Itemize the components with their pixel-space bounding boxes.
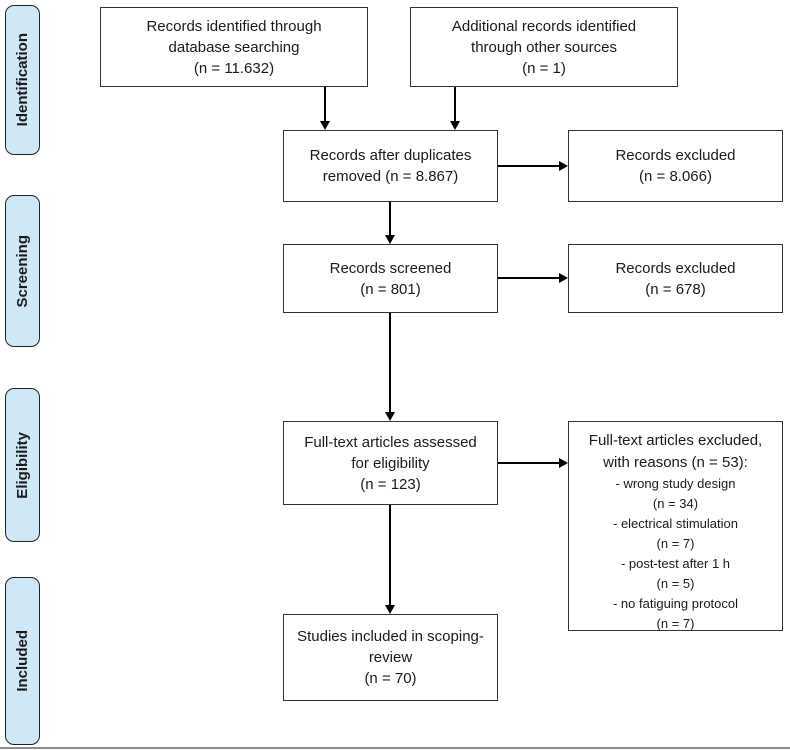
stage-screening-label: Screening [14,234,31,308]
arrowhead-right-icon [559,273,568,283]
stage-identification-label: Identification [14,33,31,127]
arrowhead-down-icon [385,235,395,244]
box-records-excluded-2-count: (n = 678) [645,280,706,298]
exclusion-reason-4-count: (n = 7) [656,616,695,631]
arrowhead-down-icon [385,412,395,421]
arrow-screened-to-excluded [498,273,568,283]
stage-included: Included [5,577,40,745]
box-records-excluded-1: Records excluded (n = 8.066) [568,130,783,202]
exclusion-reason-1: - wrong study design [615,476,736,491]
arrow-shaft [498,462,559,464]
arrow-shaft [389,202,391,235]
arrow-shaft [389,313,391,412]
arrowhead-right-icon [559,161,568,171]
arrow-shaft [324,87,326,121]
box-fulltext-excluded-heading2: with reasons (n = 53): [603,454,748,471]
box-studies-included-line2: review [368,649,413,666]
box-duplicates-removed-line2: removed (n = 8.867) [322,168,459,185]
arrow-duplicates-to-excluded [498,161,568,171]
stage-included-label: Included [14,630,31,692]
box-database-search: Records identified through database sear… [100,7,368,87]
box-fulltext-assessed: Full-text articles assessed for eligibil… [283,421,498,505]
stage-eligibility: Eligibility [5,388,40,542]
arrow-shaft [498,277,559,279]
box-fulltext-excluded: Full-text articles excluded, with reason… [568,421,783,631]
stage-eligibility-label: Eligibility [14,431,31,499]
box-fulltext-assessed-line2: for eligibility [351,454,430,472]
box-fulltext-excluded-heading1: Full-text articles excluded, [588,432,763,449]
box-database-search-line1: Records identified through [146,17,322,35]
arrow-shaft [498,165,559,167]
box-other-sources: Additional records identified through ot… [410,7,678,87]
exclusion-reason-2: - electrical stimulation [613,516,738,531]
exclusion-reason-3: - post-test after 1 h [620,556,731,571]
figure-bottom-border [0,747,790,749]
box-fulltext-assessed-count: (n = 123) [360,475,421,493]
box-other-sources-line1: Additional records identified [451,17,637,35]
box-records-excluded-1-line1: Records excluded [615,147,736,164]
box-records-screened: Records screened (n = 801) [283,244,498,313]
arrow-fulltext-to-reasons [498,458,568,468]
box-records-excluded-2-line1: Records excluded [615,259,736,277]
stage-identification: Identification [5,5,40,155]
box-database-search-line2: database searching [168,38,300,56]
stage-screening: Screening [5,195,40,347]
arrowhead-right-icon [559,458,568,468]
arrow-shaft [389,505,391,605]
box-other-sources-count: (n = 1) [522,59,566,77]
exclusion-reason-1-count: (n = 34) [652,496,699,511]
box-studies-included-line1: Studies included in scoping- [297,628,484,645]
arrow-database-to-duplicates [320,87,330,130]
arrow-sources-to-duplicates [450,87,460,130]
arrow-screened-to-fulltext [385,313,395,421]
exclusion-reason-3-count: (n = 5) [656,576,695,591]
arrow-duplicates-to-screened [385,202,395,244]
box-duplicates-removed-line1: Records after duplicates [309,147,472,164]
box-other-sources-line2: through other sources [471,38,617,56]
exclusion-reason-2-count: (n = 7) [656,536,695,551]
arrowhead-down-icon [450,121,460,130]
box-studies-included-count: (n = 70) [364,670,417,687]
box-fulltext-assessed-line1: Full-text articles assessed [304,433,477,451]
arrow-shaft [454,87,456,121]
box-records-screened-line1: Records screened [329,259,452,277]
exclusion-reason-4: - no fatiguing protocol [612,596,739,611]
arrow-fulltext-to-included [385,505,395,614]
arrowhead-down-icon [320,121,330,130]
box-records-excluded-1-count: (n = 8.066) [639,168,712,185]
arrowhead-down-icon [385,605,395,614]
box-database-search-count: (n = 11.632) [193,59,275,77]
box-duplicates-removed: Records after duplicates removed (n = 8.… [283,130,498,202]
box-studies-included: Studies included in scoping- review (n =… [283,614,498,701]
box-records-excluded-2: Records excluded (n = 678) [568,244,783,313]
box-records-screened-count: (n = 801) [360,280,421,298]
